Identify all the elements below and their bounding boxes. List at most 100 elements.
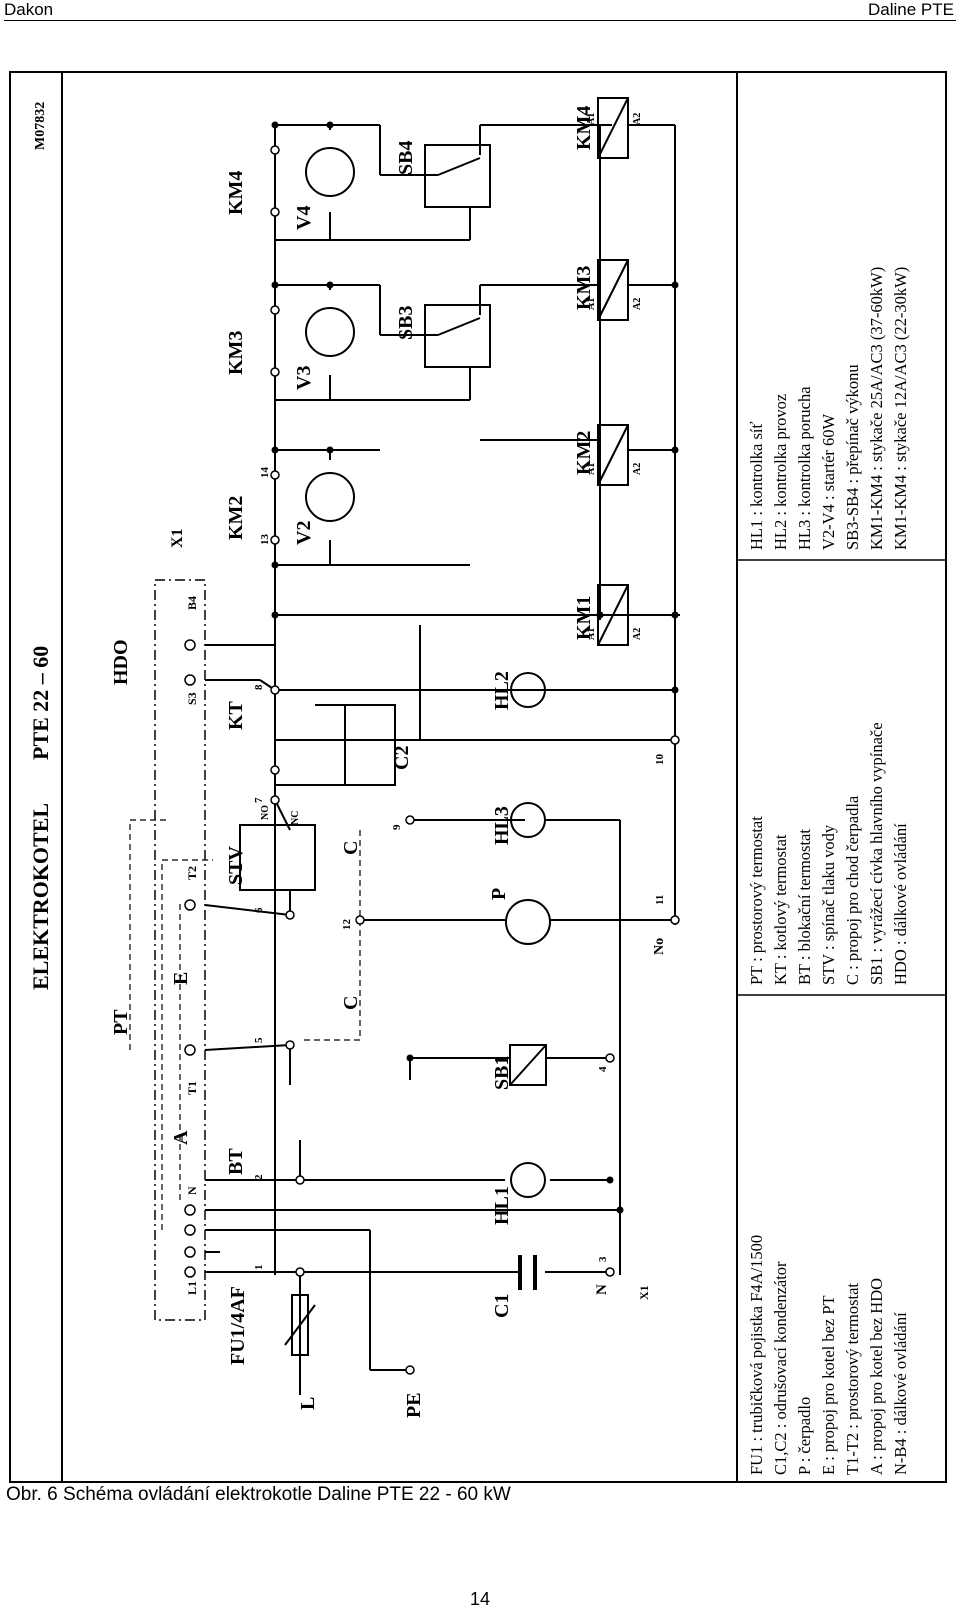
num-9: 9: [391, 824, 403, 830]
label-kt: KT: [225, 700, 247, 730]
label-km4-a2: A2: [632, 113, 643, 125]
legend-c3-l7: KM1-KM4 : stykače 12A/AC3 (22-30kW): [891, 267, 910, 550]
label-bt: BT: [225, 1148, 247, 1175]
label-pe: PE: [403, 1392, 425, 1418]
legend-c3-l5: SB3-SB4 : přepínač výkonu: [843, 364, 862, 550]
label-n: N: [594, 1284, 610, 1295]
diagram-title: ELEKTROKOTEL: [28, 803, 53, 990]
hl2-lamp: [510, 672, 546, 708]
legend-c2-l6: SB1 : vyrážecí cívka hlavního vypínače: [867, 722, 886, 985]
label-km3-a1: A1: [586, 298, 597, 310]
label-x1: X1: [169, 528, 186, 548]
num-14: 14: [259, 467, 271, 479]
label-km1-a1: A1: [586, 628, 597, 640]
num-13: 13: [259, 534, 271, 546]
label-c-lower: C: [340, 996, 362, 1010]
header-rule: [4, 20, 956, 21]
num-5: 5: [253, 1037, 265, 1043]
num-8: 8: [253, 684, 265, 690]
label-e: E: [170, 972, 192, 985]
hl3-lamp: [510, 802, 546, 838]
label-t2: T2: [185, 866, 199, 880]
diagram-model: PTE 22 – 60: [28, 646, 53, 760]
label-hl1: HL1: [491, 1186, 513, 1225]
legend-c2-l1: PT : prostorový termostat: [747, 816, 766, 985]
legend-c3-l6: KM1-KM4 : stykače 25A/AC3 (37-60kW): [867, 267, 886, 550]
label-l: L: [297, 1397, 319, 1410]
diagram-frame: [9, 71, 947, 1483]
num-12: 12: [341, 919, 353, 931]
legend-c2-l3: BT : blokační termostat: [795, 829, 814, 985]
legend: FU1 : trubičková pojistka F4A/1500 C1,C2…: [747, 267, 910, 1475]
num-10: 10: [654, 754, 666, 766]
label-stv: STV: [225, 846, 247, 885]
label-km4-coil: KM4: [573, 106, 595, 150]
label-b4: B4: [185, 596, 199, 610]
label-hl3: HL3: [491, 806, 513, 845]
num-2: 2: [253, 1174, 265, 1180]
legend-c1-l7: N-B4 : dálkové ovládání: [891, 1312, 910, 1475]
num-6: 6: [253, 907, 265, 913]
label-hdo: HDO: [110, 639, 132, 685]
header-left: Dakon: [4, 0, 54, 19]
legend-c2-l4: STV : spínač tlaku vody: [819, 824, 838, 985]
label-c1: C1: [491, 1294, 513, 1318]
legend-c1-l4: E : propoj pro kotel bez PT: [819, 1295, 838, 1475]
stv-box: [239, 824, 316, 891]
label-c-upper: C: [340, 841, 362, 855]
legend-c3-l3: HL3 : kontrolka porucha: [795, 386, 814, 550]
legend-c3-l2: HL2 : kontrolka provoz: [771, 394, 790, 550]
num-11: 11: [654, 895, 666, 905]
label-x1-bottom: X1: [637, 1285, 651, 1300]
label-km2-contact: KM2: [225, 496, 247, 540]
legend-c1-l5: T1-T2 : prostorový termostat: [843, 1283, 862, 1475]
drawing-number: M07832: [33, 102, 48, 150]
label-km1-a2: A2: [632, 628, 643, 640]
page-number: 14: [469, 1589, 491, 1609]
num-4: 4: [597, 1066, 609, 1072]
label-sb3: SB3: [395, 306, 417, 340]
km3-coil: [597, 259, 629, 321]
legend-c1-l3: P : čerpadlo: [795, 1397, 814, 1475]
hl1-lamp: [510, 1162, 546, 1198]
label-km1-coil: KM1: [573, 596, 595, 640]
label-v2: V2: [293, 521, 315, 545]
legend-c3-l1: HL1 : kontrolka síť: [747, 422, 766, 551]
v3-starter: [305, 307, 355, 357]
label-hl2: HL2: [491, 671, 513, 710]
label-km4-a1: A1: [586, 113, 597, 125]
fu1-fuse: [291, 1294, 309, 1356]
label-l1: L1: [185, 1281, 199, 1295]
km2-coil: [597, 424, 629, 486]
header-right: Daline PTE: [868, 0, 954, 19]
label-t1: T1: [185, 1081, 199, 1095]
legend-c1-l1: FU1 : trubičková pojistka F4A/1500: [747, 1235, 766, 1475]
label-no-contact: NO: [260, 805, 271, 820]
legend-c2-l7: HDO : dálkové ovládání: [891, 823, 910, 985]
label-km3-contact: KM3: [225, 331, 247, 375]
label-no: No: [652, 938, 667, 955]
c2-box: [344, 704, 396, 786]
km4-coil: [597, 97, 629, 159]
label-km2-a1: A1: [586, 463, 597, 475]
label-sb4: SB4: [395, 141, 417, 175]
num-7: 7: [253, 797, 265, 803]
legend-c2-l2: KT : kotlový termostat: [771, 834, 790, 985]
num-3: 3: [597, 1256, 609, 1262]
legend-c1-l2: C1,C2 : odrušovací kondenzátor: [771, 1261, 790, 1475]
label-km2-a2: A2: [632, 463, 643, 475]
terminal-strip-x1: [154, 579, 206, 1321]
label-km3-a2: A2: [632, 298, 643, 310]
label-km2-coil: KM2: [573, 431, 595, 475]
label-a: A: [170, 1130, 192, 1145]
label-nc-contact: NC: [290, 811, 301, 825]
label-v4: V4: [293, 206, 315, 230]
sb1-coil: [509, 1044, 547, 1086]
label-pt: PT: [110, 1009, 132, 1035]
label-km4-contact: KM4: [225, 171, 247, 215]
legend-c2-l5: C : propoj pro chod čerpadla: [843, 795, 862, 985]
label-v3: V3: [293, 366, 315, 390]
label-c2: C2: [391, 746, 413, 770]
v4-starter: [305, 147, 355, 197]
